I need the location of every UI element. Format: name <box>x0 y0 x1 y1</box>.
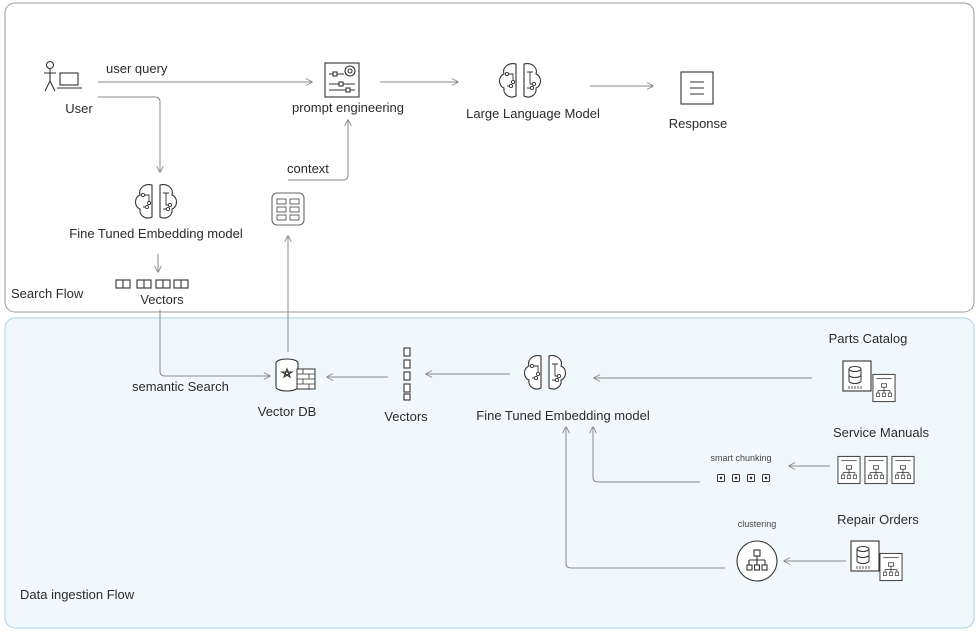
edge-chunking-to-embedding <box>593 427 700 483</box>
vertical-vectors-icon <box>403 347 411 401</box>
response-node: Response <box>669 71 728 131</box>
vector-db-label: Vector DB <box>258 404 317 419</box>
ingestion-vectors-node: Vectors <box>384 347 428 424</box>
document-icon <box>680 71 714 105</box>
smart-chunking-label: smart chunking <box>710 453 771 463</box>
user-node: User <box>44 60 93 116</box>
search-embedding-label: Fine Tuned Embedding model <box>69 226 243 241</box>
repair-document-icon <box>879 552 903 582</box>
search-flow-label: Search Flow <box>11 286 84 301</box>
prompt-engineering-node: prompt engineering <box>292 62 404 115</box>
edge-clustering-to-embedding <box>566 427 725 569</box>
search-embedding-node: Fine Tuned Embedding model <box>69 184 243 241</box>
parts-catalog-label: Parts Catalog <box>829 331 908 346</box>
search-vectors-label: Vectors <box>140 292 184 307</box>
repair-orders-node: Repair Orders <box>837 512 919 582</box>
parts-document-icon <box>872 373 896 403</box>
response-label: Response <box>669 116 728 131</box>
prompt-engineering-label: prompt engineering <box>292 100 404 115</box>
ingestion-embedding-label: Fine Tuned Embedding model <box>476 408 650 423</box>
edge-vectors-to-vectordb <box>159 310 270 376</box>
manual-document-icon-2 <box>864 455 888 485</box>
user-icon <box>44 60 82 92</box>
chunk-icon-3 <box>747 474 755 482</box>
user-label: User <box>65 101 93 116</box>
vectors-icon <box>115 279 189 289</box>
service-manuals-label: Service Manuals <box>833 425 930 440</box>
clustering-icon <box>736 540 778 582</box>
data-ingestion-flow-panel: Data ingestion Flow <box>4 317 975 629</box>
ingestion-vectors-label: Vectors <box>384 409 428 424</box>
search-vectors-node: Vectors <box>115 279 189 307</box>
search-flow-panel: Search Flow <box>4 2 975 313</box>
manual-document-icon-1 <box>837 455 861 485</box>
context-label: context <box>287 161 329 176</box>
ingestion-flow-edges <box>327 374 846 569</box>
chunk-icon-4 <box>762 474 770 482</box>
search-flow-panel-box <box>4 2 975 313</box>
repair-database-icon <box>850 540 880 572</box>
vector-db-node: Vector DB <box>258 358 317 419</box>
service-manuals-node: Service Manuals <box>833 425 930 485</box>
smart-chunking-node: smart chunking <box>710 453 772 482</box>
parts-database-icon <box>842 360 872 392</box>
clustering-node: clustering <box>736 519 778 582</box>
llm-label: Large Language Model <box>466 106 600 121</box>
vector-db-icon <box>275 358 316 392</box>
semantic-search-label: semantic Search <box>132 379 229 394</box>
repair-orders-label: Repair Orders <box>837 512 919 527</box>
clustering-label: clustering <box>738 519 777 529</box>
parts-catalog-node: Parts Catalog <box>829 331 908 403</box>
chunk-icon-1 <box>717 474 725 482</box>
data-ingestion-panel-box <box>4 317 975 629</box>
edge-context-to-prompt <box>288 120 348 181</box>
prompt-settings-icon <box>324 62 360 98</box>
edge-user-to-embedding <box>98 96 160 172</box>
manual-document-icon-3 <box>891 455 915 485</box>
user-query-label: user query <box>106 61 168 76</box>
chunk-icon-2 <box>732 474 740 482</box>
ingestion-embedding-node: Fine Tuned Embedding model <box>476 355 650 423</box>
data-ingestion-flow-label: Data ingestion Flow <box>20 587 135 602</box>
retrieved-chunks-icon <box>271 192 305 226</box>
search-flow-edges <box>98 82 653 376</box>
llm-node: Large Language Model <box>466 63 600 121</box>
